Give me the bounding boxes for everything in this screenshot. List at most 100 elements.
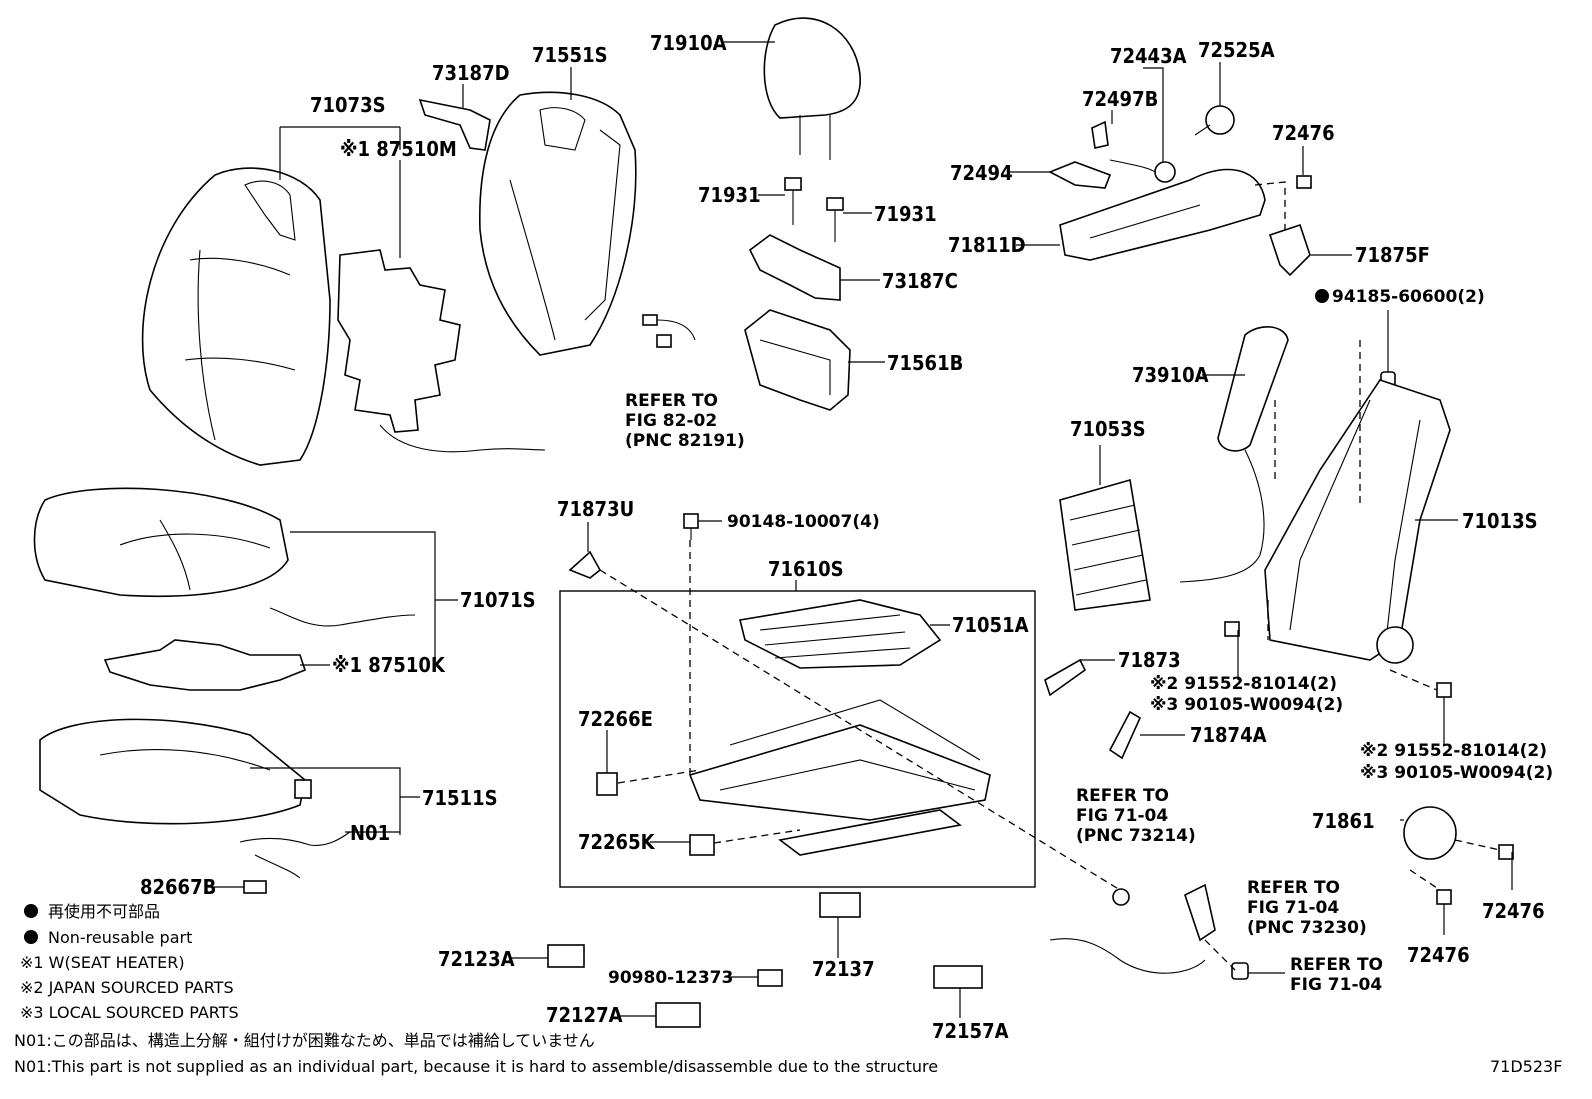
sensor-connector-drawing — [642, 314, 696, 348]
bolt-drawing — [1296, 175, 1396, 387]
back-board-drawing — [744, 309, 851, 411]
cover-71873u-drawing — [568, 550, 602, 579]
cover-clip-drawing — [596, 772, 715, 856]
label-90148-10007[interactable]: 90148-10007(4) — [727, 512, 880, 532]
label-87510k[interactable]: ※1 87510K — [332, 653, 446, 677]
side-shield-drawing — [1059, 168, 1266, 261]
refer-fig-71-04-c-line2[interactable]: FIG 71-04 — [1290, 975, 1382, 995]
wire-bracket-drawing — [1044, 658, 1142, 760]
part-labels: 71910A 71551S 73187D 71073S ※1 87510M 72… — [140, 31, 1553, 1043]
label-73910a[interactable]: 73910A — [1132, 363, 1209, 387]
label-82667b[interactable]: 82667B — [140, 875, 216, 899]
label-72137[interactable]: 72137 — [812, 957, 875, 981]
refer-fig-71-04-a-line1[interactable]: REFER TO — [1076, 786, 1169, 806]
leader-lines — [207, 41, 1513, 1018]
hook-drawing — [547, 892, 983, 1028]
seat-cushion-pad-drawing — [39, 718, 312, 825]
refer-fig-71-04-c-line1[interactable]: REFER TO — [1290, 955, 1383, 975]
bolt-90148-drawing — [683, 513, 699, 540]
label-72476-top[interactable]: 72476 — [1272, 121, 1335, 145]
headrest-guide-drawing — [784, 177, 844, 242]
label-71013s[interactable]: 71013S — [1462, 509, 1538, 533]
refer-fig-71-04-a-line3[interactable]: (PNC 73214) — [1076, 826, 1196, 846]
bracket-73187d-drawing — [418, 98, 491, 151]
note-n01-ja: N01:この部品は、構造上分解・組付けが困難なため、単品では補給していません — [14, 1031, 595, 1050]
label-71053s[interactable]: 71053S — [1070, 417, 1146, 441]
seat-spring-drawing — [739, 599, 942, 669]
drawing-code: 71D523F — [1490, 1057, 1562, 1076]
lumbar-spring-drawing — [1059, 478, 1151, 611]
label-94185-60600[interactable]: 94185-60600(2) — [1332, 287, 1485, 307]
label-71875f[interactable]: 71875F — [1355, 243, 1430, 267]
label-72265k[interactable]: 72265K — [578, 830, 656, 854]
label-n01[interactable]: N01 — [350, 821, 390, 845]
label-87510m[interactable]: ※1 87510M — [340, 137, 457, 161]
seat-belt-buckle-drawing — [1049, 883, 1249, 980]
wire-harness-drawing — [239, 831, 351, 894]
refer-fig-82-02-line2[interactable]: FIG 82-02 — [625, 411, 717, 431]
label-71931-right[interactable]: 71931 — [874, 202, 937, 226]
label-71511s[interactable]: 71511S — [422, 786, 498, 810]
non-reusable-mark — [1315, 289, 1329, 303]
refer-fig-71-04-b-line1[interactable]: REFER TO — [1247, 878, 1340, 898]
seat-back-cover-drawing — [141, 167, 331, 466]
label-90980-12373[interactable]: 90980-12373 — [608, 968, 733, 988]
label-71551s[interactable]: 71551S — [532, 43, 608, 67]
seat-cushion-cover-drawing — [33, 487, 289, 598]
label-90105-w0094-b[interactable]: ※3 90105-W0094(2) — [1360, 763, 1553, 783]
recliner-cover-drawing — [1403, 806, 1514, 905]
label-71610s[interactable]: 71610S — [768, 557, 844, 581]
bracket-71875f-drawing — [1268, 223, 1311, 277]
label-91552-81014-b[interactable]: ※2 91552-81014(2) — [1360, 741, 1547, 761]
label-71910a[interactable]: 71910A — [650, 31, 727, 55]
label-71861[interactable]: 71861 — [1312, 809, 1375, 833]
note-n01-en: N01:This part is not supplied as an indi… — [14, 1057, 938, 1076]
label-72266e[interactable]: 72266E — [578, 707, 653, 731]
seat-back-pad-drawing — [478, 91, 637, 356]
label-72157a[interactable]: 72157A — [932, 1019, 1009, 1043]
label-71071s[interactable]: 71071S — [460, 588, 536, 612]
refer-fig-71-04-b-line2[interactable]: FIG 71-04 — [1247, 898, 1339, 918]
label-72476-bottom[interactable]: 72476 — [1407, 943, 1470, 967]
label-72494[interactable]: 72494 — [950, 161, 1013, 185]
lever-cover-drawing — [1048, 161, 1112, 189]
frame-bolt-drawing — [1224, 621, 1452, 698]
label-72525a[interactable]: 72525A — [1198, 38, 1275, 62]
refer-fig-71-04-b-line3[interactable]: (PNC 73230) — [1247, 918, 1367, 938]
seat-cushion-heater-mat-drawing — [103, 607, 416, 691]
label-71931-left[interactable]: 71931 — [698, 183, 761, 207]
label-72497b[interactable]: 72497B — [1082, 87, 1158, 111]
legend-note-3: ※3 LOCAL SOURCED PARTS — [20, 1003, 239, 1022]
legend: 再使用不可部品 Non-reusable part ※1 W(SEAT HEAT… — [14, 902, 1562, 1076]
label-71051a[interactable]: 71051A — [952, 613, 1029, 637]
label-71561b[interactable]: 71561B — [887, 351, 963, 375]
legend-bullet-en — [24, 930, 38, 944]
label-90105-w0094-a[interactable]: ※3 90105-W0094(2) — [1150, 695, 1343, 715]
legend-note-2: ※2 JAPAN SOURCED PARTS — [20, 978, 234, 997]
refer-fig-82-02-line3[interactable]: (PNC 82191) — [625, 431, 745, 451]
seat-adjuster-assembly-frame — [559, 590, 1036, 888]
label-71873[interactable]: 71873 — [1118, 648, 1181, 672]
label-72476-right[interactable]: 72476 — [1482, 899, 1545, 923]
refer-fig-71-04-a-line2[interactable]: FIG 71-04 — [1076, 806, 1168, 826]
label-73187d[interactable]: 73187D — [432, 61, 510, 85]
bracket-73187c-drawing — [748, 234, 841, 301]
label-71811d[interactable]: 71811D — [948, 233, 1026, 257]
seat-back-frame-drawing — [1264, 379, 1451, 664]
label-91552-81014-a[interactable]: ※2 91552-81014(2) — [1150, 674, 1337, 694]
alignment-dashed-lines — [599, 181, 1501, 971]
label-72123a[interactable]: 72123A — [438, 947, 515, 971]
seat-back-heater-mat-drawing — [337, 249, 546, 453]
label-71073s[interactable]: 71073S — [310, 93, 386, 117]
label-71873u[interactable]: 71873U — [557, 497, 634, 521]
refer-fig-82-02-line1[interactable]: REFER TO — [625, 391, 718, 411]
legend-note-1: ※1 W(SEAT HEATER) — [20, 953, 185, 972]
label-73187c[interactable]: 73187C — [882, 269, 958, 293]
label-72127a[interactable]: 72127A — [546, 1003, 623, 1027]
label-72443a[interactable]: 72443A — [1110, 44, 1187, 68]
label-71874a[interactable]: 71874A — [1190, 723, 1267, 747]
side-airbag-drawing — [1179, 326, 1289, 583]
legend-bullet-ja — [24, 904, 38, 918]
seat-track-frame-drawing — [688, 699, 991, 856]
